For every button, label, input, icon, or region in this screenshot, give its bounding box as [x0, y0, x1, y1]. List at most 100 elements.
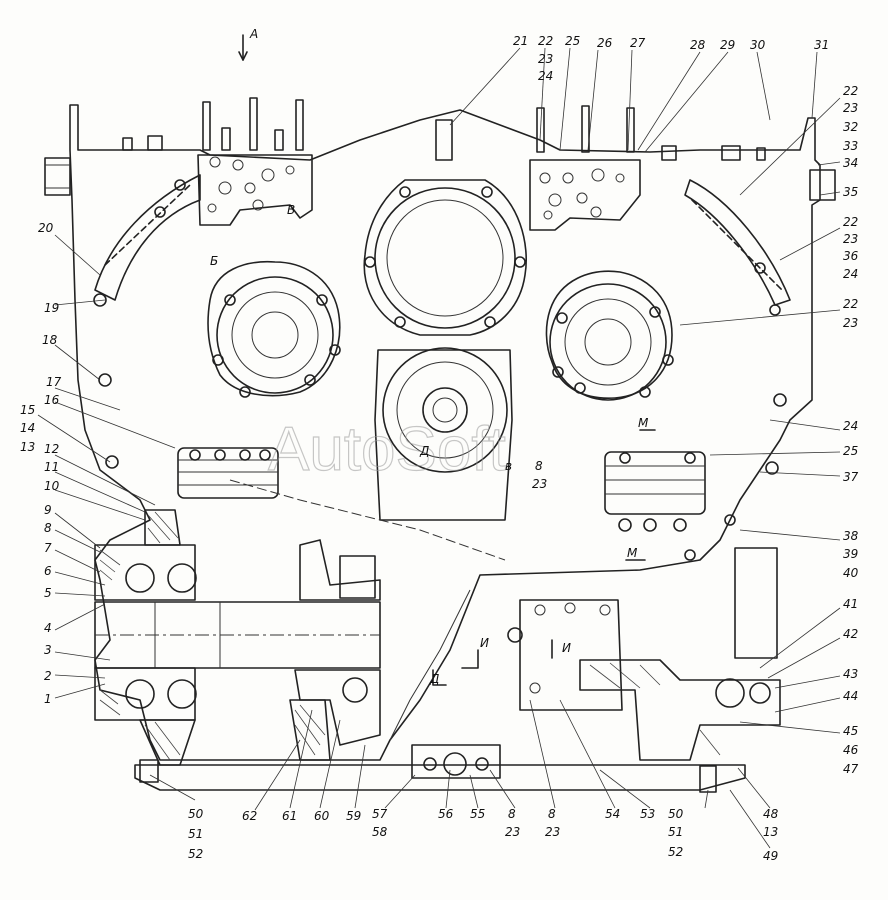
view-label-m-bottom: М: [627, 546, 638, 560]
callouts-bottom: 50 51 52 62 61 60 59 57 58 56 55 8 23 8 …: [188, 807, 779, 863]
left-bolts: [93, 179, 186, 469]
upper-shaft-stub: [299, 539, 381, 601]
view-label-i-left: И: [480, 636, 489, 650]
left-inner-cover: [94, 174, 201, 301]
callout-number: 1: [44, 692, 52, 706]
callout-number: 18: [42, 333, 58, 347]
callout: 30: [750, 38, 766, 52]
callout-number: 60: [314, 809, 330, 823]
callout-number: 61: [282, 809, 297, 823]
callout: 29: [720, 38, 735, 52]
callout-number: 44: [843, 689, 858, 703]
left-clutch-cover: [207, 260, 341, 398]
callout-number: 33: [843, 139, 858, 153]
callout-number: 22: [843, 84, 858, 98]
callout-number: 52: [668, 845, 683, 859]
central-upper-cover: [363, 179, 527, 336]
pump-plate: [507, 599, 623, 711]
callout-number: 34: [843, 156, 858, 170]
central-lower-gear: [374, 347, 513, 521]
callout-number: 50: [668, 807, 684, 821]
left-friction-pack: [177, 447, 279, 499]
callout-number: 5: [44, 586, 52, 600]
callout-number: 51: [188, 827, 203, 841]
callout-number: 37: [843, 470, 859, 484]
callout: 23: [538, 52, 553, 66]
callout-number: 10: [44, 479, 60, 493]
callout-number: 2: [44, 669, 52, 683]
callout-number: 46: [843, 743, 859, 757]
callout: 27: [630, 36, 646, 50]
callout-number: 43: [843, 667, 858, 681]
callout-number: 62: [242, 809, 257, 823]
callout-number: 41: [843, 597, 858, 611]
callout-number: 54: [605, 807, 620, 821]
callout-number: 22: [843, 215, 858, 229]
right-inner-cover: [684, 179, 791, 306]
callout-number: 48: [763, 807, 779, 821]
callout: 26: [597, 36, 613, 50]
view-label-m-top: М: [638, 416, 649, 430]
callouts-top: 21 22 23 24 25 26 27 28 29 30 31: [513, 34, 829, 83]
view-label-b: В: [287, 203, 295, 217]
right-bolts: [684, 262, 787, 561]
callout-number: 23: [843, 316, 858, 330]
callouts-left: 20 19 18 17 16 15 14 13 12 11 10 9 8 7 6…: [20, 221, 62, 706]
callout-number: 24: [843, 419, 858, 433]
left-valve-holes: [207, 156, 295, 213]
view-label-v-small: в: [505, 459, 512, 473]
view-label-a: A: [249, 27, 258, 41]
callout: 21: [513, 34, 528, 48]
callout-number: 23: [505, 825, 520, 839]
callout-number: 39: [843, 547, 858, 561]
callout-number: 7: [44, 541, 52, 555]
callouts-right: 22 23 32 33 34 35 22 23 36 24 22 23 24 2…: [843, 84, 859, 776]
housing-outline: [69, 104, 821, 761]
callout-number: 8: [44, 521, 52, 535]
view-label-d-mid: Д: [419, 444, 429, 458]
callout-number: 53: [640, 807, 655, 821]
main-shaft: [94, 601, 381, 669]
callout-number: 19: [44, 301, 59, 315]
view-label-i-right: И: [562, 641, 571, 655]
callout-number: 23: [843, 232, 858, 246]
callout-number: 6: [44, 564, 52, 578]
callout-number: 16: [44, 393, 60, 407]
callout-number: 13: [20, 440, 35, 454]
right-cylinder: [734, 547, 778, 659]
left-flange: [44, 157, 71, 196]
left-wall-section: [144, 509, 181, 546]
callout-number: 23: [843, 101, 858, 115]
callout-number: 40: [843, 566, 859, 580]
callout-number: 45: [843, 724, 858, 738]
callout-number: 50: [188, 807, 204, 821]
top-leaders: [449, 47, 818, 153]
callout-number: 11: [44, 460, 59, 474]
callout-number: 23: [532, 477, 547, 491]
callout-number: 57: [372, 807, 388, 821]
callout-number: 3: [44, 643, 52, 657]
callouts-center: 8 23: [532, 459, 547, 491]
callout-number: 13: [763, 825, 778, 839]
section-line: [229, 479, 506, 561]
callout: 31: [814, 38, 829, 52]
left-leaders: [37, 234, 176, 699]
top-studs: [122, 97, 766, 161]
callout: 25: [565, 34, 580, 48]
right-valve-block: [529, 159, 641, 231]
callout: 22: [538, 34, 553, 48]
callout-number: 52: [188, 847, 203, 861]
left-bearing-lower: [94, 667, 197, 721]
right-clutch-cover: [545, 270, 674, 401]
view-label-d-left: Д: [429, 672, 439, 686]
right-valve-holes: [539, 168, 625, 220]
right-bearing: [579, 659, 781, 761]
callout-number: 59: [346, 809, 361, 823]
bottom-leaders: [149, 699, 771, 849]
section-marker-i: [461, 639, 553, 669]
callout-number: 32: [843, 120, 858, 134]
callout-number: 4: [44, 621, 52, 635]
right-flange: [809, 169, 836, 201]
